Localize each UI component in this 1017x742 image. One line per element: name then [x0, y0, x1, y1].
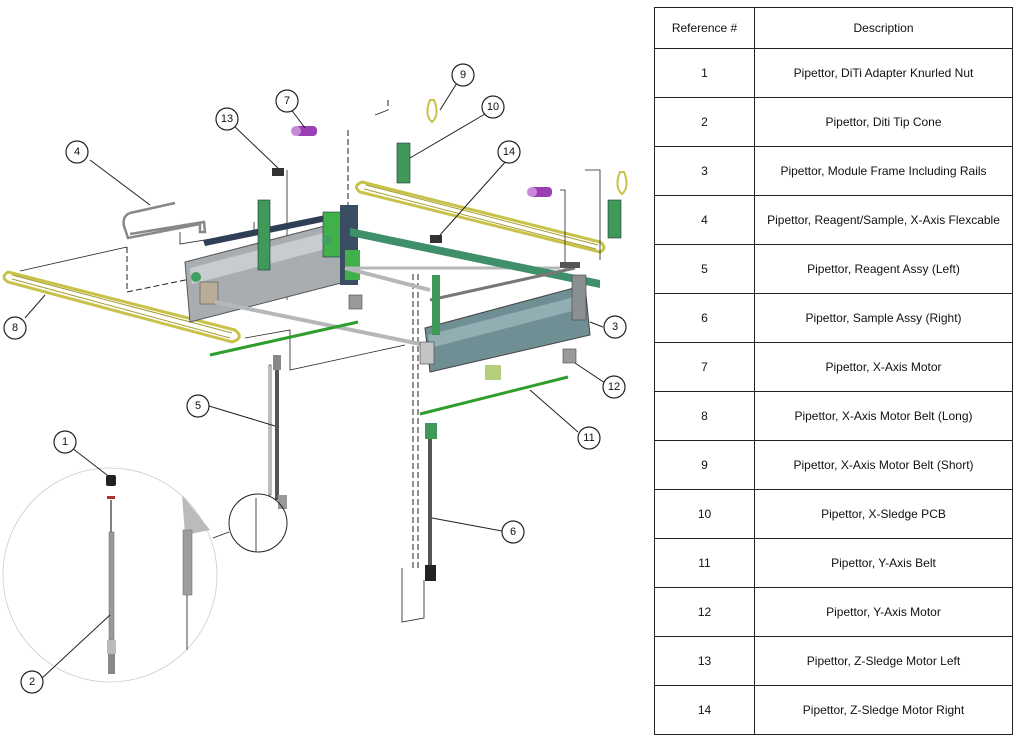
z-sledge-motor-left [272, 168, 284, 176]
x-axis-flexcable [122, 201, 207, 240]
svg-text:13: 13 [221, 113, 233, 125]
svg-text:9: 9 [460, 69, 466, 81]
cell-description: Pipettor, Z-Sledge Motor Left [754, 636, 1013, 686]
callout-7: 7 [275, 89, 299, 113]
x-sledge-pcb-right [607, 199, 622, 239]
svg-text:3: 3 [612, 321, 618, 333]
callout-10: 10 [481, 95, 505, 119]
diti-tip-cone [107, 500, 116, 674]
cell-description: Pipettor, Y-Axis Belt [754, 538, 1013, 588]
svg-text:11: 11 [583, 432, 594, 444]
svg-text:8: 8 [12, 322, 18, 334]
svg-text:2: 2 [29, 676, 35, 688]
cell-ref: 3 [654, 146, 755, 196]
callout-2: 2 [20, 670, 44, 694]
cell-ref: 8 [654, 391, 755, 441]
diti-adapter-nut [106, 475, 116, 499]
cell-ref: 9 [654, 440, 755, 490]
callout-4: 4 [65, 140, 89, 164]
sample-assy [401, 423, 437, 623]
cell-description: Pipettor, Reagent Assy (Left) [754, 244, 1013, 294]
x-axis-belt-long [2, 270, 241, 344]
svg-text:7: 7 [284, 95, 290, 107]
cell-ref: 2 [654, 97, 755, 147]
cell-ref: 10 [654, 489, 755, 539]
callout-11: 11 [577, 426, 601, 450]
callout-9: 9 [451, 63, 475, 87]
svg-text:5: 5 [195, 400, 201, 412]
callout-14: 14 [497, 140, 521, 164]
reagent-assy [268, 355, 287, 509]
callout-3: 3 [603, 315, 627, 339]
detail-circle-large [2, 467, 218, 683]
header-reference: Reference # [654, 7, 755, 49]
cell-ref: 12 [654, 587, 755, 637]
callout-6: 6 [501, 520, 525, 544]
table-header-row: Reference # Description [654, 7, 1013, 49]
tip-cone-detail [182, 495, 210, 650]
callout-13: 13 [215, 107, 239, 131]
cell-description: Pipettor, X-Axis Motor [754, 342, 1013, 392]
svg-text:4: 4 [74, 146, 80, 158]
svg-text:12: 12 [608, 381, 620, 393]
header-description: Description [754, 7, 1013, 49]
detail-circle-small [228, 493, 288, 553]
cell-description: Pipettor, Module Frame Including Rails [754, 146, 1013, 196]
cell-ref: 13 [654, 636, 755, 686]
cell-description: Pipettor, Y-Axis Motor [754, 587, 1013, 637]
svg-text:14: 14 [503, 146, 515, 158]
z-sledge-motor-right [430, 235, 442, 243]
cell-description: Pipettor, Z-Sledge Motor Right [754, 685, 1013, 735]
cell-description: Pipettor, X-Axis Motor Belt (Short) [754, 440, 1013, 490]
svg-text:1: 1 [62, 436, 68, 448]
right-module-frame [419, 262, 591, 380]
cell-description: Pipettor, Reagent/Sample, X-Axis Flexcab… [754, 195, 1013, 245]
callout-12: 12 [602, 375, 626, 399]
left-module-frame [184, 199, 360, 323]
cell-description: Pipettor, Diti Tip Cone [754, 97, 1013, 147]
y-axis-motor-left [348, 294, 363, 310]
cell-ref: 6 [654, 293, 755, 343]
x-axis-motor-left [291, 126, 317, 136]
cell-description: Pipettor, X-Sledge PCB [754, 489, 1013, 539]
callout-5: 5 [186, 394, 210, 418]
cell-ref: 7 [654, 342, 755, 392]
callout-8: 8 [3, 316, 27, 340]
exploded-view-diagram: 1 2 3 4 5 6 7 8 9 10 11 12 13 14 [2, 63, 628, 694]
svg-text:10: 10 [487, 101, 499, 113]
cell-ref: 4 [654, 195, 755, 245]
cell-ref: 14 [654, 685, 755, 735]
y-axis-motor-right [562, 348, 577, 364]
cell-description: Pipettor, Sample Assy (Right) [754, 293, 1013, 343]
cell-ref: 5 [654, 244, 755, 294]
cell-description: Pipettor, DiTi Adapter Knurled Nut [754, 48, 1013, 98]
svg-text:6: 6 [510, 526, 516, 538]
callout-1: 1 [53, 430, 77, 454]
x-axis-belt-short [426, 99, 438, 124]
cell-description: Pipettor, X-Axis Motor Belt (Long) [754, 391, 1013, 441]
cell-ref: 11 [654, 538, 755, 588]
cell-ref: 1 [654, 48, 755, 98]
x-axis-motor-right [527, 187, 552, 197]
x-sledge-pcb-left [396, 142, 411, 184]
